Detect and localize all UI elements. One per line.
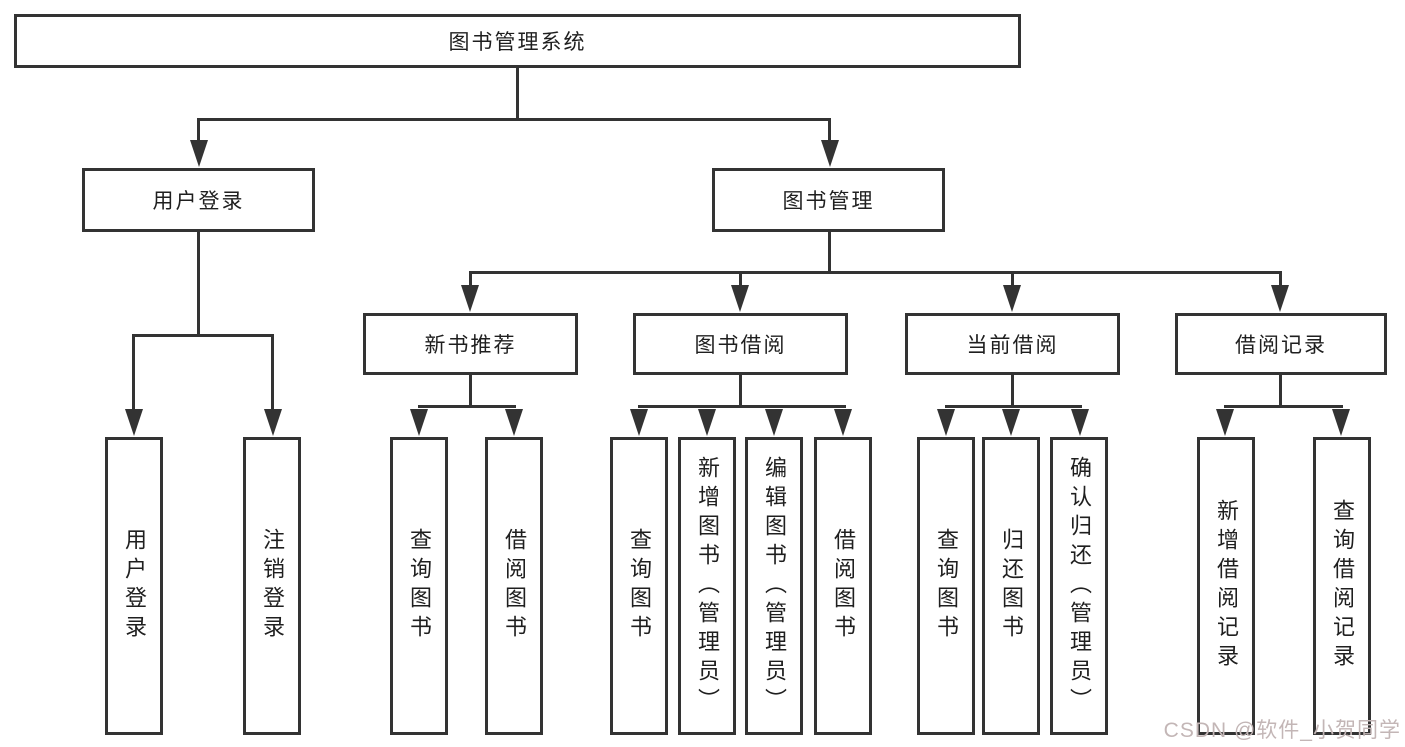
node-new-book-recommend-label: 新书推荐: [424, 334, 517, 357]
connector-borrow-bar: [638, 405, 846, 408]
node-borrow-record: 借阅记录: [1175, 313, 1387, 375]
node-book-management-label: 图书管理: [782, 190, 875, 213]
leaf-borrow-book-recommend: 借阅图书: [485, 437, 543, 735]
leaf-query-book-recommend: 查询图书: [390, 437, 448, 735]
node-book-borrow: 图书借阅: [633, 313, 848, 375]
connector-user-bar: [133, 334, 274, 337]
arrow-to-borrow-record: [1271, 285, 1289, 312]
arrow-to-leaf-borrow-book: [834, 409, 852, 436]
connector-user-stem: [197, 231, 200, 336]
connector-user-drop-left: [132, 334, 135, 412]
node-root: 图书管理系统: [14, 14, 1021, 68]
node-root-label: 图书管理系统: [448, 31, 587, 54]
arrow-to-leaf-borrow-book-recommend: [505, 409, 523, 436]
connector-drop-l3-1: [469, 271, 472, 289]
connector-drop-l3-4: [1279, 271, 1282, 289]
connector-drop-l3-2: [739, 271, 742, 289]
node-borrow-record-label: 借阅记录: [1235, 334, 1327, 357]
connector-rec-bar: [418, 405, 516, 408]
node-user-login-label: 用户登录: [152, 190, 245, 213]
arrow-to-leaf-user-login: [125, 409, 143, 436]
connector-drop-mgmt: [828, 118, 831, 143]
arrow-to-leaf-logout: [264, 409, 282, 436]
node-current-borrow-label: 当前借阅: [966, 334, 1059, 357]
connector-mgmt-bar: [469, 271, 1282, 274]
arrow-to-current-borrow: [1003, 285, 1021, 312]
arrow-to-leaf-query-book-recommend: [410, 409, 428, 436]
node-book-borrow-label: 图书借阅: [694, 334, 787, 357]
leaf-logout: 注销登录: [243, 437, 301, 735]
arrow-to-leaf-query-book-current: [937, 409, 955, 436]
arrow-to-leaf-edit-book-admin: [765, 409, 783, 436]
leaf-confirm-return-admin: 确认归还（管理员）: [1050, 437, 1108, 735]
connector-root-stem: [516, 67, 519, 120]
node-new-book-recommend: 新书推荐: [363, 313, 578, 375]
connector-borrow-stem: [739, 374, 742, 408]
leaf-query-borrow-record: 查询借阅记录: [1313, 437, 1371, 735]
connector-root-bar: [198, 118, 831, 121]
leaf-edit-book-admin: 编辑图书（管理员）: [745, 437, 803, 735]
arrow-to-leaf-query-borrow-record: [1332, 409, 1350, 436]
connector-record-stem: [1279, 374, 1282, 408]
node-book-management: 图书管理: [712, 168, 945, 232]
arrow-to-leaf-confirm-return-admin: [1071, 409, 1089, 436]
arrow-to-leaf-add-borrow-record: [1216, 409, 1234, 436]
connector-rec-stem: [469, 374, 472, 408]
arrow-to-book-borrow: [731, 285, 749, 312]
arrow-to-leaf-add-book-admin: [698, 409, 716, 436]
leaf-borrow-book: 借阅图书: [814, 437, 872, 735]
arrow-to-leaf-query-book-borrow: [630, 409, 648, 436]
node-current-borrow: 当前借阅: [905, 313, 1120, 375]
connector-current-stem: [1011, 374, 1014, 408]
connector-drop-l3-3: [1011, 271, 1014, 289]
connector-user-drop-right: [271, 334, 274, 412]
arrow-to-user-login: [190, 140, 208, 167]
arrow-to-new-book-recommend: [461, 285, 479, 312]
leaf-add-book-admin: 新增图书（管理员）: [678, 437, 736, 735]
connector-mgmt-stem: [828, 231, 831, 273]
csdn-watermark: CSDN @软件_小贺同学: [1163, 719, 1401, 742]
leaf-add-borrow-record: 新增借阅记录: [1197, 437, 1255, 735]
leaf-query-book-borrow: 查询图书: [610, 437, 668, 735]
leaf-return-book: 归还图书: [982, 437, 1040, 735]
connector-drop-user: [197, 118, 200, 143]
leaf-user-login: 用户登录: [105, 437, 163, 735]
connector-record-bar: [1224, 405, 1343, 408]
arrow-to-leaf-return-book: [1002, 409, 1020, 436]
arrow-to-book-management: [821, 140, 839, 167]
connector-current-bar: [945, 405, 1082, 408]
node-user-login: 用户登录: [82, 168, 315, 232]
leaf-query-book-current: 查询图书: [917, 437, 975, 735]
